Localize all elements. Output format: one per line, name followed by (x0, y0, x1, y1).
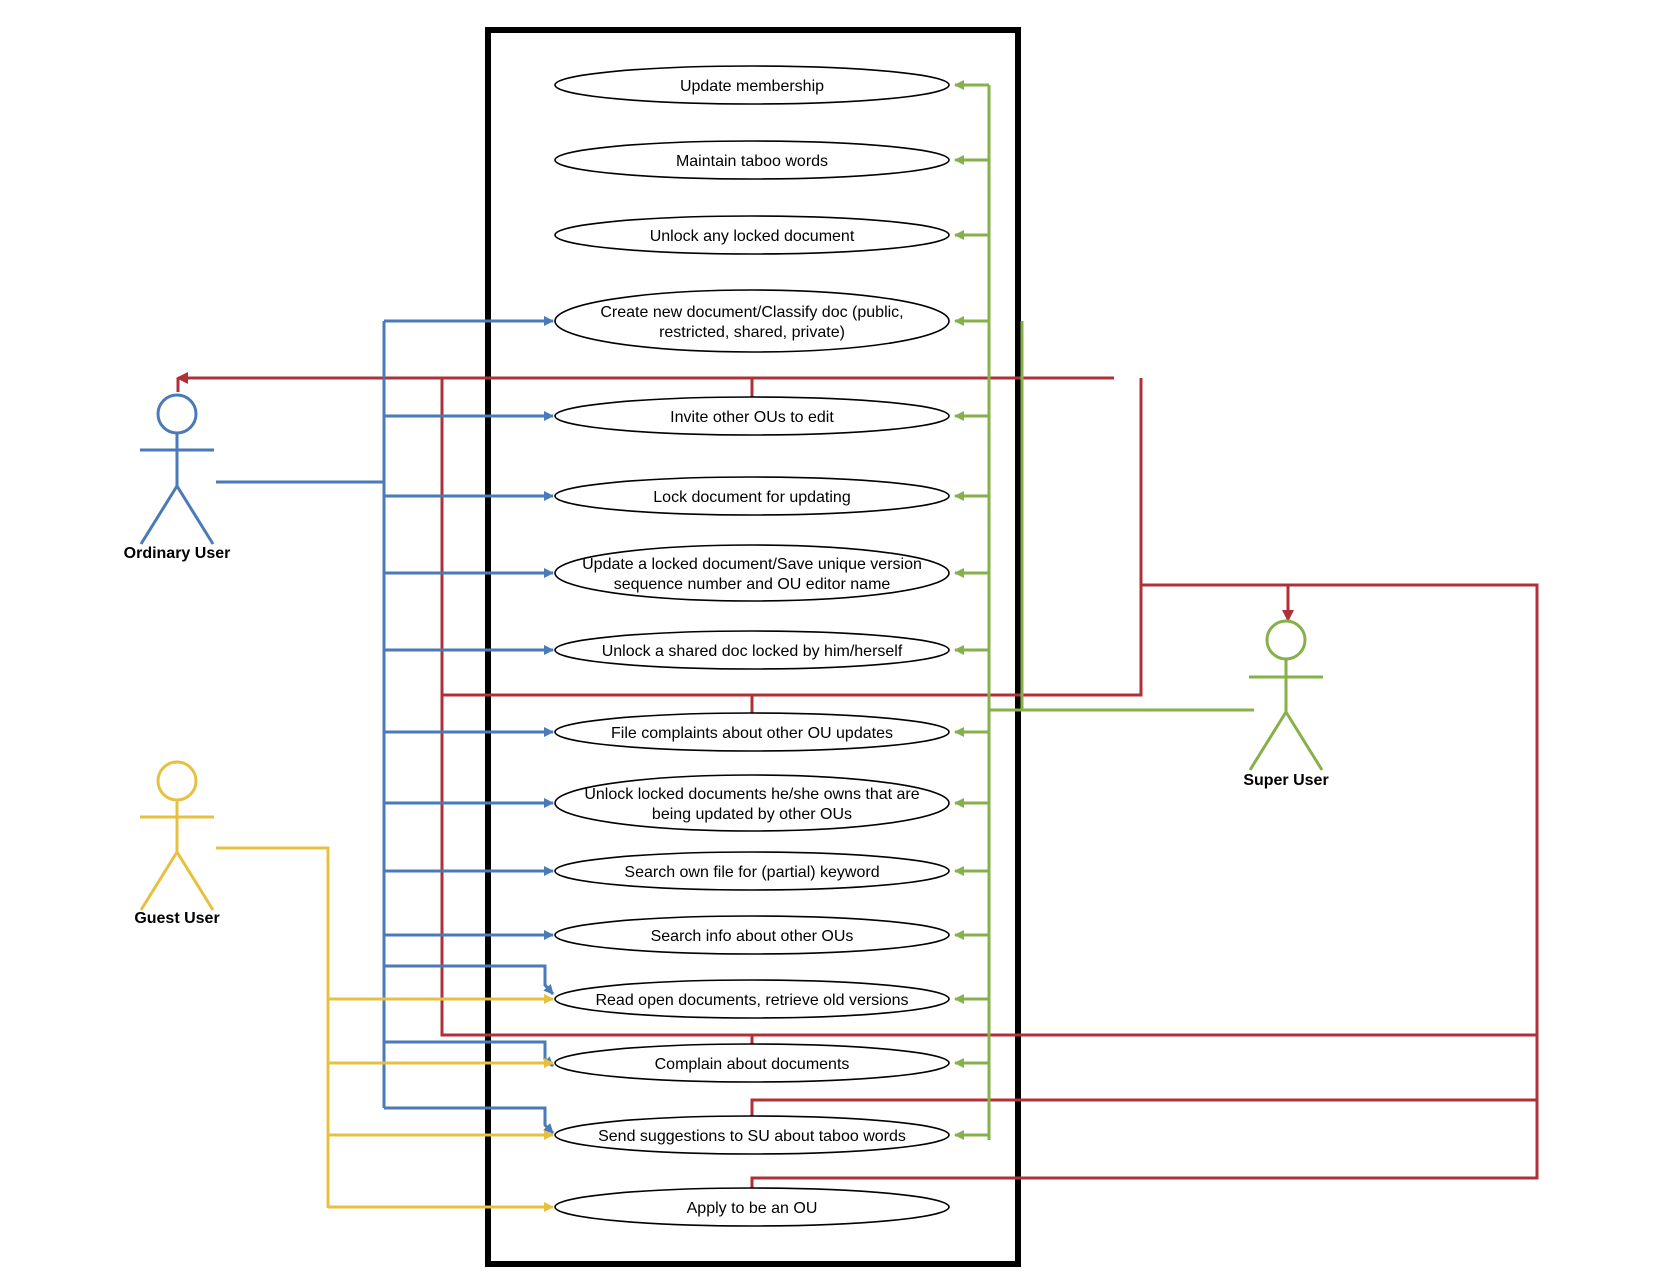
use-case-ellipse (554, 140, 950, 180)
use-case-label: being updated by other OUs (652, 806, 852, 823)
use-case-lock-doc[interactable]: Lock document for updating (554, 476, 950, 516)
use-case-label: Update membership (680, 78, 824, 95)
system-boundary (485, 27, 1021, 1267)
use-case-unlock-any[interactable]: Unlock any locked document (554, 215, 950, 255)
use-case-apply-ou[interactable]: Apply to be an OU (554, 1187, 950, 1227)
use-case-ellipse (554, 979, 950, 1019)
red-link-left-loop (440, 378, 1537, 1037)
use-case-label: Send suggestions to SU about taboo words (598, 1128, 906, 1145)
use-case-send-suggestions[interactable]: Send suggestions to SU about taboo words (554, 1115, 950, 1155)
use-case-ellipse (554, 851, 950, 891)
use-case-ellipse (554, 1187, 950, 1227)
use-case-ellipse (554, 65, 950, 105)
use-case-file-complaints[interactable]: File complaints about other OU updates (554, 712, 950, 752)
red-link-apply-ou (750, 583, 1539, 1188)
use-case-ellipse (554, 712, 950, 752)
use-case-label: Unlock any locked document (650, 228, 855, 245)
use-case-label: Search own file for (partial) keyword (624, 864, 879, 881)
use-case-read-open[interactable]: Read open documents, retrieve old versio… (554, 979, 950, 1019)
use-case-ellipse (554, 774, 950, 832)
use-case-search-own[interactable]: Search own file for (partial) keyword (554, 851, 950, 891)
super-user-label: Super User (1243, 772, 1328, 789)
use-case-ellipse (554, 476, 950, 516)
use-case-invite-ous[interactable]: Invite other OUs to edit (554, 396, 950, 436)
use-case-ellipse (554, 630, 950, 670)
use-case-update-membership[interactable]: Update membership (554, 65, 950, 105)
use-case-label: sequence number and OU editor name (614, 576, 891, 593)
super-user-actor[interactable] (1248, 619, 1324, 771)
red-link-mid-loop (442, 378, 1143, 697)
use-case-search-info[interactable]: Search info about other OUs (554, 915, 950, 955)
use-case-maintain-taboo[interactable]: Maintain taboo words (554, 140, 950, 180)
use-case-ellipse (554, 1043, 950, 1083)
blue-link-send-suggestions (384, 1106, 555, 1135)
use-case-label: Apply to be an OU (687, 1200, 818, 1217)
use-case-update-locked[interactable]: Update a locked document/Save unique ver… (554, 544, 950, 602)
use-case-label: Invite other OUs to edit (670, 409, 834, 426)
yellow-trunk (216, 846, 330, 1208)
blue-link-read-open (384, 964, 555, 995)
use-case-label: Lock document for updating (653, 489, 850, 506)
guest-user-actor[interactable] (139, 760, 215, 911)
use-case-label: Maintain taboo words (676, 153, 828, 170)
association-links (176, 80, 1539, 1212)
use-case-label: Unlock a shared doc locked by him/hersel… (602, 643, 903, 660)
use-case-ellipse (554, 915, 950, 955)
use-case-ellipse (554, 544, 950, 602)
use-case-complain-docs[interactable]: Complain about documents (554, 1043, 950, 1083)
use-case-label: Search info about other OUs (651, 928, 854, 945)
ordinary-user-label: Ordinary User (124, 545, 231, 562)
use-case-unlock-owned[interactable]: Unlock locked documents he/she owns that… (554, 774, 950, 832)
use-case-ellipse (554, 396, 950, 436)
use-case-label: Read open documents, retrieve old versio… (595, 992, 908, 1009)
use-case-label: Complain about documents (655, 1056, 850, 1073)
use-case-ellipse (554, 289, 950, 353)
use-case-label: Update a locked document/Save unique ver… (582, 556, 922, 573)
use-case-label: Unlock locked documents he/she owns that… (584, 786, 919, 803)
use-case-label: restricted, shared, private) (659, 324, 845, 341)
use-case-label: Create new document/Classify doc (public… (600, 304, 903, 321)
use-case-unlock-shared[interactable]: Unlock a shared doc locked by him/hersel… (554, 630, 950, 670)
use-case-label: File complaints about other OU updates (611, 725, 893, 742)
red-link-send-suggestions (750, 1098, 1537, 1116)
guest-user-label: Guest User (134, 910, 219, 927)
ordinary-user-actor[interactable] (139, 393, 215, 545)
use-case-ellipse (554, 215, 950, 255)
use-case-ellipse (554, 1115, 950, 1155)
use-case-create-doc[interactable]: Create new document/Classify doc (public… (554, 289, 950, 353)
